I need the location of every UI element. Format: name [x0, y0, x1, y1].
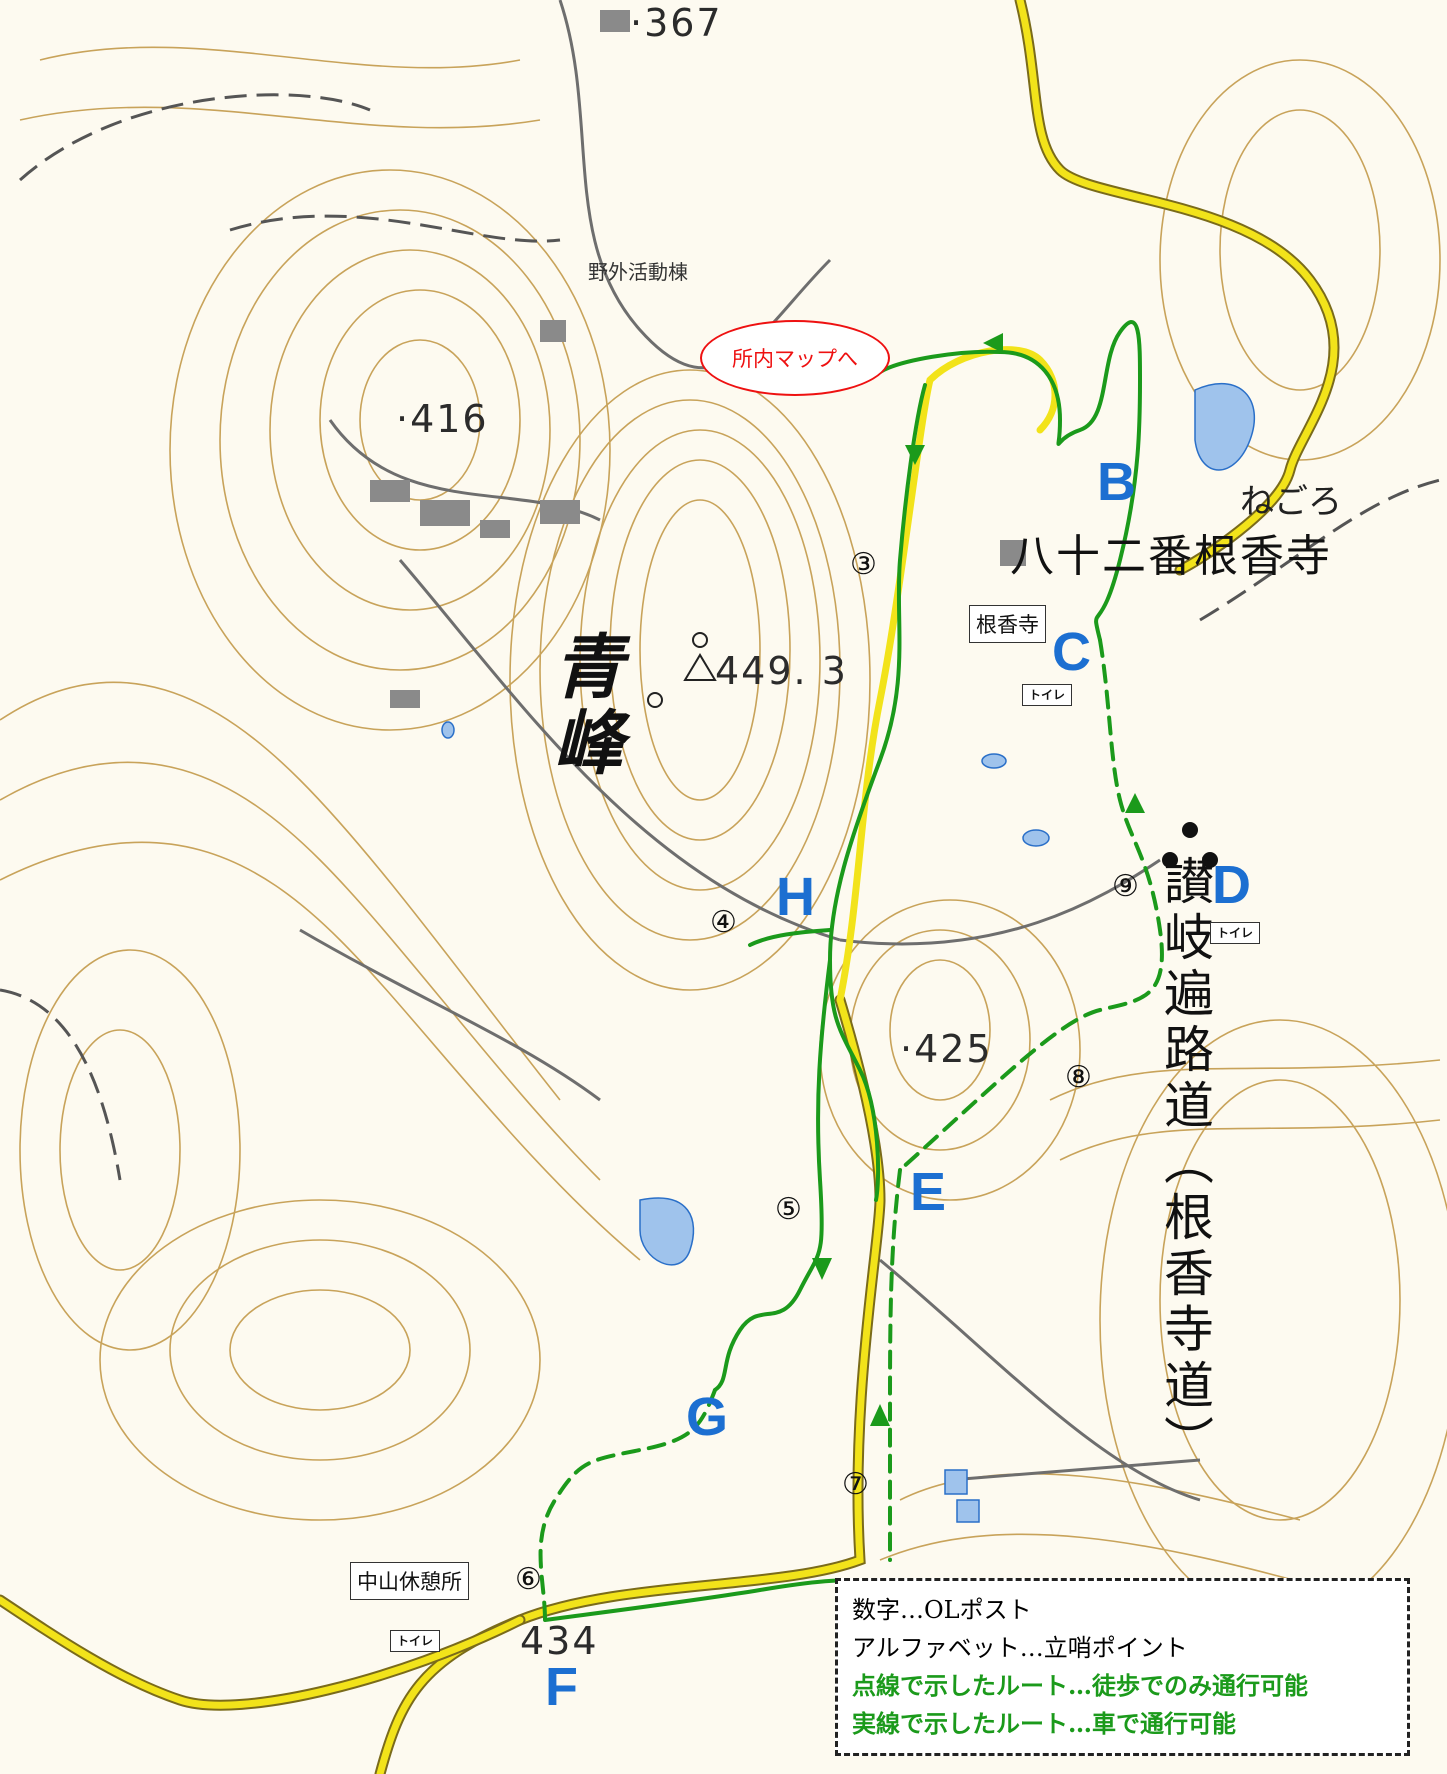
ol-post-7: ⑦ [842, 1467, 869, 1502]
marker-dots [1162, 822, 1218, 868]
ol-post-9: ⑨ [1112, 869, 1139, 904]
stand-point-e: E [910, 1162, 947, 1222]
ol-post-3: ③ [850, 547, 877, 582]
ponds [441, 383, 1256, 1523]
legend-letters: アルファベット…立哨ポイント [852, 1634, 1188, 1662]
legend-solid: 実線で示したルート…車で通行可能 [852, 1709, 1236, 1738]
legend-numbers: 数字…OLポスト [852, 1596, 1032, 1624]
elevation-449: 449. 3 [715, 649, 848, 693]
toilet-icon: トイレ [1210, 922, 1260, 944]
stand-point-h: H [776, 867, 815, 927]
elevation-367: ·367 [630, 1, 723, 45]
stand-point-d: D [1212, 855, 1251, 915]
toilet-icon: トイレ [390, 1630, 440, 1652]
temple-box-label: 根香寺 [969, 605, 1046, 643]
legend-dashed: 点線で示したルート…徒歩でのみ通行可能 [852, 1671, 1308, 1700]
walk-route-solid [543, 320, 1142, 1622]
pilgrim-road-label: 讃岐遍路道（根香寺道） [1156, 855, 1214, 1471]
ol-post-5: ⑤ [775, 1192, 802, 1227]
walk-route-dashed [538, 638, 1164, 1622]
buildings [370, 10, 1026, 708]
ol-post-4: ④ [710, 905, 737, 940]
summit-symbol [647, 632, 717, 708]
stand-point-f: F [545, 1657, 578, 1717]
temple-name: 八十二番根香寺 [1010, 531, 1332, 582]
rest-area-label: 中山休憩所 [350, 1562, 469, 1600]
mountain-name: 青峰 [542, 630, 624, 782]
stand-point-c: C [1052, 622, 1091, 682]
local-roads [299, 0, 1201, 1502]
route-arrows [812, 333, 1145, 1426]
stand-point-b: B [1097, 452, 1136, 512]
legend-box: 数字…OLポスト アルファベット…立哨ポイント 点線で示したルート…徒歩でのみ通… [835, 1578, 1410, 1756]
dashed-trails [0, 93, 1441, 1181]
toilet-icon: トイレ [1022, 684, 1072, 706]
stand-point-g: G [686, 1387, 729, 1447]
ol-post-6: ⑥ [515, 1562, 542, 1597]
contour-lines [0, 46, 1447, 1621]
elevation-416: ·416 [396, 397, 489, 441]
facility-map-link[interactable]: 所内マップへ [700, 320, 890, 396]
temple-furigana: ねごろ [1240, 482, 1342, 522]
ol-post-8: ⑧ [1065, 1060, 1092, 1095]
facility-label: 野外活動棟 [588, 260, 688, 284]
elevation-425: ·425 [900, 1027, 993, 1071]
elevation-434: 434 [520, 1619, 599, 1663]
